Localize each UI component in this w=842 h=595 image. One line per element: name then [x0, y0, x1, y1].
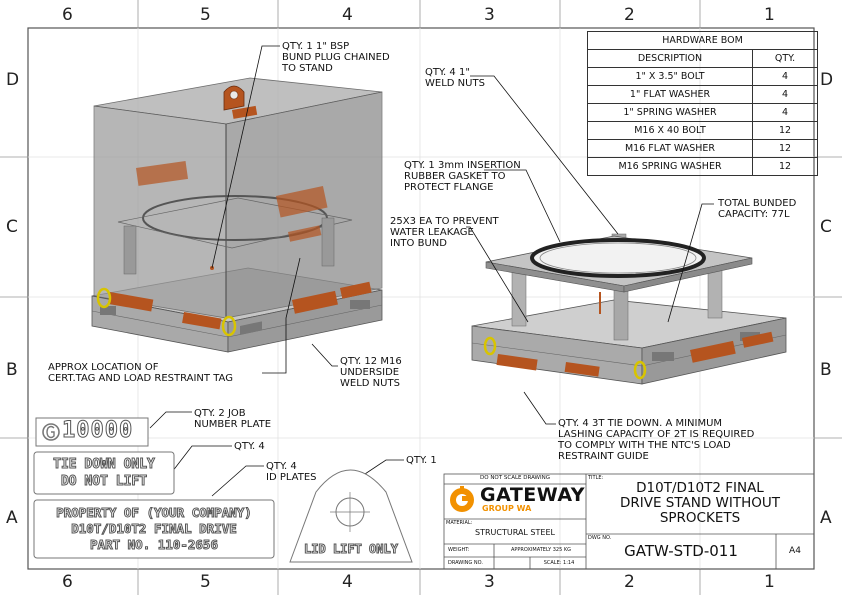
zone-col-2-top: 2: [624, 5, 635, 25]
job-number-text: 10000: [61, 418, 134, 443]
material-value: STRUCTURAL STEEL: [475, 528, 555, 537]
zone-col-6-top: 6: [62, 5, 73, 25]
note-cert-tag: APPROX LOCATION OF CERT.TAG AND LOAD RES…: [48, 362, 233, 384]
bom-cell-qty: 12: [752, 157, 818, 176]
zone-col-1-top: 1: [764, 5, 775, 25]
dwg-number: GATW-STD-011: [624, 542, 738, 560]
note-job-plate: QTY. 2 JOB NUMBER PLATE: [194, 408, 272, 430]
zone-col-2-bottom: 2: [624, 572, 635, 592]
lid-lift-text: LID LIFT ONLY: [304, 542, 399, 557]
company-name: GATEWAY: [480, 484, 586, 506]
zone-row-c-right: C: [820, 217, 832, 237]
material-label: MATERIAL:: [446, 520, 473, 526]
right-stand-view: [471, 233, 787, 385]
drawing-title: D10T/D10T2 FINAL DRIVE STAND WITHOUT SPR…: [619, 480, 781, 526]
zone-col-5-top: 5: [200, 5, 211, 25]
weight-label: WEIGHT:: [448, 547, 470, 553]
zone-col-3-top: 3: [484, 5, 495, 25]
zone-col-4-bottom: 4: [342, 572, 353, 592]
left-stand-view: [91, 77, 383, 353]
note-capacity: TOTAL BUNDED CAPACITY: 77L: [718, 198, 797, 220]
bom-cell-description: M16 SPRING WASHER: [587, 157, 753, 176]
dwg-no-label: DWG NO.: [588, 535, 612, 541]
tie-down-text: TIE DOWN ONLY DO NOT LIFT: [53, 457, 156, 490]
sheet-size: A4: [789, 546, 801, 556]
weight-value: APPROXIMATELY 325 KG: [510, 547, 572, 553]
hardware-bom-table: HARDWARE BOM DESCRIPTION QTY. 1" X 3.5" …: [587, 31, 818, 176]
note-weld-nuts: QTY. 4 1" WELD NUTS: [425, 67, 485, 89]
note-qty4: QTY. 4: [234, 441, 265, 452]
note-gasket: QTY. 1 3mm INSERTION RUBBER GASKET TO PR…: [404, 160, 521, 193]
company-sub: GROUP WA: [482, 504, 532, 513]
title-label: TITLE:: [588, 475, 604, 481]
title-block-frame: [443, 473, 815, 570]
zone-row-a-left: A: [6, 508, 18, 528]
zone-col-3-bottom: 3: [484, 572, 495, 592]
zone-row-b-right: B: [820, 360, 832, 380]
note-ea: 25X3 EA TO PREVENT WATER LEAKAGE INTO BU…: [390, 216, 499, 249]
id-plate-text: PROPERTY OF (YOUR COMPANY) D10T/D10T2 FI…: [56, 505, 253, 553]
note-tie-down: QTY. 4 3T TIE DOWN. A MINIMUM LASHING CA…: [558, 418, 755, 462]
zone-row-b-left: B: [6, 360, 18, 380]
job-number-plate: [35, 417, 149, 447]
leader-lines: [149, 45, 714, 497]
gateway-logo-icon: [450, 486, 474, 512]
zone-row-d-left: D: [6, 70, 20, 90]
note-bund-plug: QTY. 1 1" BSP BUND PLUG CHAINED TO STAND: [282, 41, 390, 74]
tie-down-plate: [33, 451, 175, 495]
zone-col-5-bottom: 5: [200, 572, 211, 592]
zone-col-1-bottom: 1: [764, 572, 775, 592]
zone-row-c-left: C: [6, 217, 18, 237]
note-id-plates: QTY. 4 ID PLATES: [266, 461, 317, 483]
zone-col-6-bottom: 6: [62, 572, 73, 592]
id-plate: [33, 499, 275, 559]
zone-col-4-top: 4: [342, 5, 353, 25]
note-m16-nuts: QTY. 12 M16 UNDERSIDE WELD NUTS: [340, 356, 402, 389]
do-not-scale: DO NOT SCALE DRAWING: [480, 475, 550, 481]
zone-row-a-right: A: [820, 508, 832, 528]
zone-row-d-right: D: [820, 70, 834, 90]
scale-value: SCALE: 1:14: [543, 560, 575, 566]
note-qty1: QTY. 1: [406, 455, 437, 466]
drawing-no-label: DRAWING NO.: [448, 560, 483, 566]
